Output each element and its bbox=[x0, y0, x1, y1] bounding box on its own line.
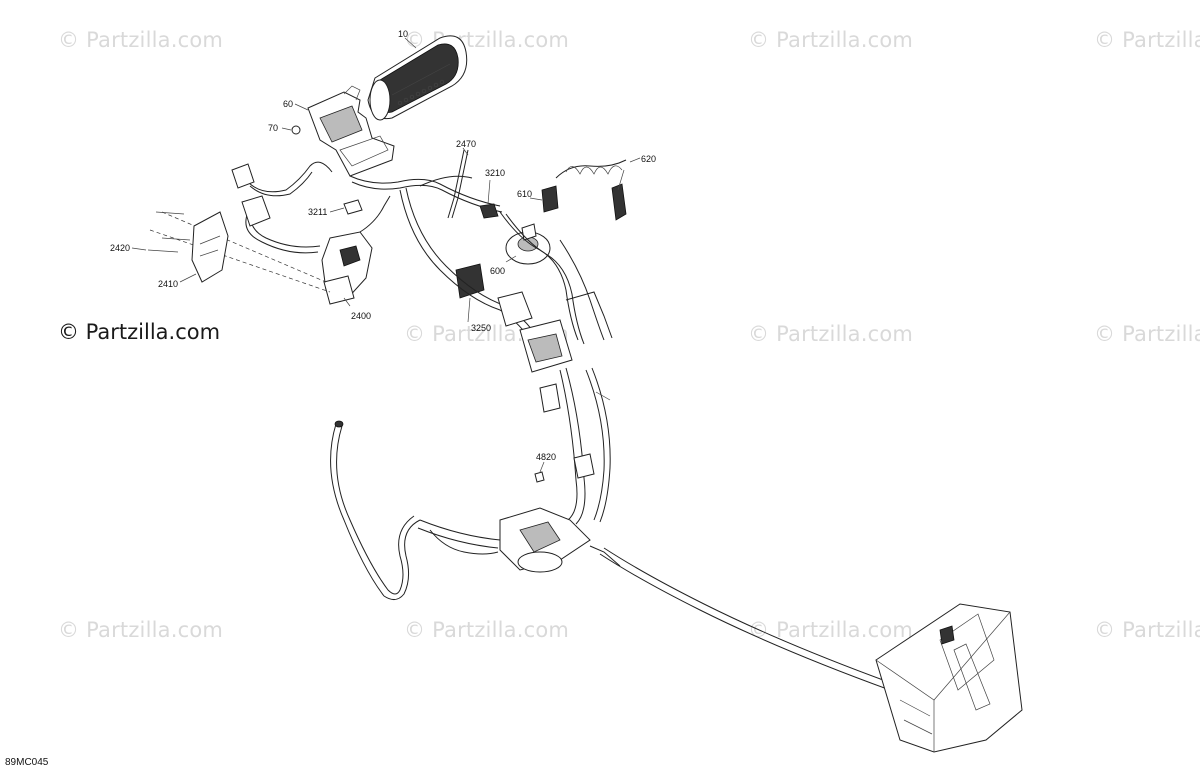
watermark: © Partzilla.com bbox=[748, 618, 914, 642]
callout-label: 600 bbox=[490, 266, 506, 276]
leader-line bbox=[539, 461, 545, 473]
watermark: © Partzilla.com bbox=[404, 618, 570, 642]
leader-line bbox=[294, 103, 309, 111]
leader-line bbox=[329, 207, 345, 213]
watermark-primary: © Partzilla.com bbox=[58, 320, 221, 344]
leader-line bbox=[487, 179, 491, 205]
callout-label: 4820 bbox=[536, 452, 557, 462]
watermark: © Partzilla.com bbox=[748, 28, 914, 52]
watermark: © Partzilla.com bbox=[58, 618, 224, 642]
screw-part bbox=[147, 249, 179, 253]
leader-line bbox=[179, 273, 197, 283]
leader-line bbox=[467, 297, 471, 323]
callout-label: 10 bbox=[398, 29, 409, 39]
screw-part bbox=[155, 211, 185, 215]
leader-line bbox=[529, 197, 543, 201]
callout-label: 3250 bbox=[471, 323, 492, 333]
watermark: © Partzilla.com bbox=[1094, 618, 1200, 642]
callout-label: 2420 bbox=[110, 243, 131, 253]
leader-line bbox=[629, 157, 641, 163]
leader-line bbox=[343, 297, 351, 307]
bracket-part bbox=[307, 85, 395, 177]
callout-label: 2400 bbox=[351, 311, 372, 321]
switch-housing-part bbox=[321, 231, 373, 305]
callout-label: 2470 bbox=[456, 139, 477, 149]
leader-line bbox=[462, 147, 469, 156]
watermark: © Partzilla.com bbox=[748, 322, 914, 346]
diagram-code: 89MC045 bbox=[5, 757, 49, 768]
nut-part bbox=[291, 125, 301, 135]
watermark: © Partzilla.com bbox=[58, 28, 224, 52]
leader-line bbox=[505, 255, 517, 263]
callout-label: 60 bbox=[283, 99, 294, 109]
cover-part bbox=[191, 211, 229, 283]
leader-line bbox=[131, 247, 147, 251]
leader-line bbox=[281, 127, 292, 131]
screw-part bbox=[161, 237, 191, 241]
callout-label: 3211 bbox=[308, 207, 328, 217]
callout-label: 2410 bbox=[158, 279, 179, 289]
callout-label: 70 bbox=[268, 123, 279, 133]
nut-part bbox=[534, 471, 545, 483]
leader-line bbox=[404, 37, 417, 49]
callout-label: 3210 bbox=[485, 168, 506, 178]
watermark: © Partzilla.com bbox=[1094, 28, 1200, 52]
watermark: © Partzilla.com bbox=[1094, 322, 1200, 346]
callout-label: 620 bbox=[641, 154, 657, 164]
battery-box-part bbox=[875, 603, 1023, 753]
callout-label: 610 bbox=[517, 189, 533, 199]
gauge-part bbox=[367, 35, 468, 121]
